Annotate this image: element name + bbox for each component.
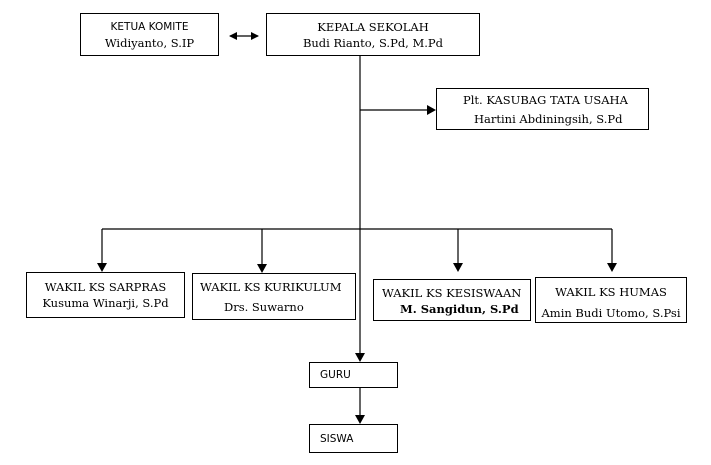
siswa-box: SISWA	[309, 424, 398, 453]
ketua-komite-name: Widiyanto, S.IP	[104, 36, 195, 50]
sarpras-arrowhead	[97, 263, 107, 272]
kasubag-name: Hartini Abdiningsih, S.Pd	[474, 112, 623, 126]
kesiswaan-arrowhead	[453, 263, 463, 272]
siswa-arrowhead	[355, 415, 365, 424]
kepala-sekolah-name: Budi Rianto, S.Pd, M.Pd	[302, 36, 444, 50]
wakil-sarpras-title: WAKIL KS SARPRAS	[44, 280, 167, 294]
wakil-humas-box: WAKIL KS HUMAS Amin Budi Utomo, S.Psi	[535, 277, 687, 323]
guru-title: GURU	[320, 369, 351, 381]
ketua-komite-title: KETUA KOMITE	[110, 21, 189, 33]
kasubag-arrowhead	[427, 105, 436, 115]
wakil-kurikulum-box: WAKIL KS KURIKULUM Drs. Suwarno	[192, 273, 356, 320]
wakil-humas-title: WAKIL KS HUMAS	[555, 285, 667, 299]
guru-box: GURU	[309, 362, 398, 388]
wakil-kurikulum-title: WAKIL KS KURIKULUM	[200, 280, 342, 294]
wakil-kurikulum-name: Drs. Suwarno	[224, 300, 304, 314]
wakil-kesiswaan-name: M. Sangidun, S.Pd	[400, 302, 519, 316]
wakil-kesiswaan-box: WAKIL KS KESISWAAN M. Sangidun, S.Pd	[373, 279, 531, 321]
wakil-kesiswaan-title: WAKIL KS KESISWAAN	[382, 286, 522, 300]
ketua-komite-box: KETUA KOMITE Widiyanto, S.IP	[80, 13, 219, 56]
trunk-arrowhead	[355, 353, 365, 362]
wakil-sarpras-box: WAKIL KS SARPRAS Kusuma Winarji, S.Pd	[26, 272, 185, 318]
wakil-humas-name: Amin Budi Utomo, S.Psi	[541, 306, 681, 320]
kepala-sekolah-title: KEPALA SEKOLAH	[317, 20, 429, 34]
kasubag-box: Plt. KASUBAG TATA USAHA Hartini Abdining…	[436, 88, 649, 130]
kepala-sekolah-box: KEPALA SEKOLAH Budi Rianto, S.Pd, M.Pd	[266, 13, 480, 56]
wakil-sarpras-name: Kusuma Winarji, S.Pd	[42, 296, 169, 310]
kurikulum-arrowhead	[257, 264, 267, 273]
siswa-title: SISWA	[320, 433, 354, 445]
humas-arrowhead	[607, 263, 617, 272]
kasubag-title: Plt. KASUBAG TATA USAHA	[463, 93, 628, 107]
